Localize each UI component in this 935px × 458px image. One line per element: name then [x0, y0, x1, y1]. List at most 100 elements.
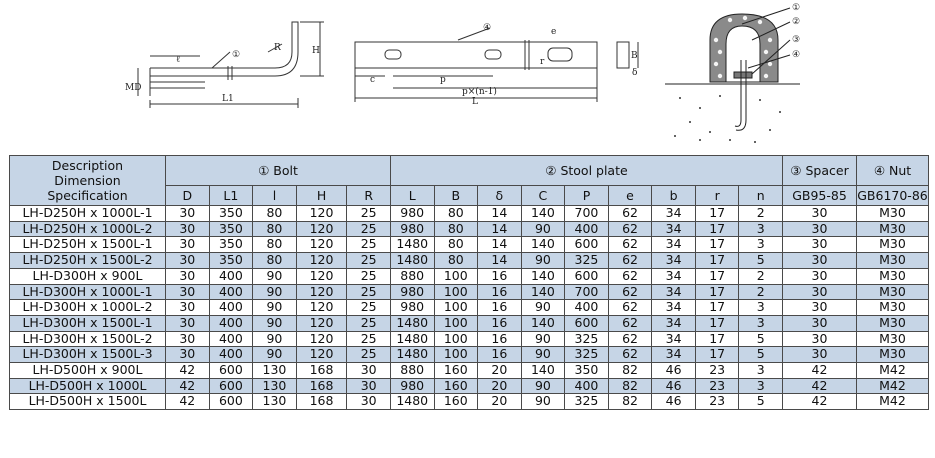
table-cell: 120	[295, 330, 348, 348]
svg-text:L1: L1	[222, 94, 234, 104]
table-cell: 600	[564, 236, 609, 254]
column-header: GB95-85	[782, 185, 857, 206]
table-cell: 120	[295, 252, 348, 269]
table-cell: 34	[651, 220, 696, 238]
spec-name-cell: LH-D300H x 900L	[8, 267, 167, 285]
table-cell: 16	[477, 346, 522, 364]
table-cell: 1480	[389, 393, 435, 411]
header-specification: Specification	[47, 188, 128, 203]
table-cell: 25	[346, 283, 391, 301]
stool-plate-drawing	[354, 27, 639, 102]
table-cell: M30	[855, 330, 930, 348]
table-cell: 700	[564, 283, 609, 301]
table-cell: 34	[651, 205, 696, 222]
table-cell: 350	[564, 362, 609, 379]
table-cell: 3	[738, 220, 784, 238]
table-cell: 17	[694, 252, 740, 269]
table-cell: 3	[738, 314, 784, 332]
table-cell: 350	[208, 252, 254, 269]
table-cell: 30	[782, 205, 857, 222]
table-cell: M30	[855, 267, 930, 285]
table-cell: 600	[564, 314, 609, 332]
table-cell: 120	[295, 346, 348, 364]
table-cell: 400	[208, 283, 254, 301]
table-cell: 980	[389, 283, 435, 301]
table-cell: 100	[433, 267, 479, 285]
table-cell: 90	[520, 220, 566, 238]
table-cell: 400	[564, 377, 609, 395]
table-cell: 42	[165, 377, 210, 395]
column-header: C	[520, 185, 566, 206]
table-cell: 120	[295, 299, 348, 316]
table-cell: 30	[782, 267, 857, 285]
spec-name-cell: LH-D300H x 1000L-2	[8, 299, 167, 316]
column-header: R	[346, 185, 391, 206]
table-cell: 5	[738, 252, 784, 269]
table-cell: M42	[855, 377, 930, 395]
table-cell: 30	[782, 283, 857, 301]
table-cell: 16	[477, 330, 522, 348]
table-cell: 30	[165, 346, 210, 364]
column-header: l	[252, 185, 297, 206]
table-cell: 30	[165, 283, 210, 301]
table-cell: 25	[346, 252, 391, 269]
table-cell: 62	[607, 346, 653, 364]
svg-text:L: L	[472, 97, 478, 107]
table-cell: 350	[208, 220, 254, 238]
table-cell: 30	[782, 330, 857, 348]
table-cell: 30	[782, 346, 857, 364]
table-cell: 3	[738, 299, 784, 316]
table-cell: 1480	[389, 330, 435, 348]
table-cell: 25	[346, 314, 391, 332]
spec-name-cell: LH-D500H x 1000L	[8, 377, 167, 395]
svg-text:p: p	[440, 75, 446, 85]
table-cell: 25	[346, 299, 391, 316]
table-cell: 62	[607, 220, 653, 238]
column-header: H	[295, 185, 348, 206]
table-cell: 1480	[389, 314, 435, 332]
table-cell: 42	[165, 362, 210, 379]
table-cell: 120	[295, 236, 348, 254]
table-cell: M30	[855, 236, 930, 254]
table-cell: 168	[295, 377, 348, 395]
table-cell: 600	[208, 377, 254, 395]
table-cell: 62	[607, 330, 653, 348]
table-cell: 400	[564, 220, 609, 238]
table-cell: 140	[520, 236, 566, 254]
table-cell: 80	[252, 252, 297, 269]
table-cell: 2	[738, 205, 784, 222]
table-cell: 14	[477, 205, 522, 222]
column-header: P	[564, 185, 609, 206]
table-cell: 980	[389, 377, 435, 395]
table-cell: 80	[433, 252, 479, 269]
section-drawing	[665, 7, 800, 143]
table-cell: 42	[782, 362, 857, 379]
table-cell: 62	[607, 205, 653, 222]
table-cell: 140	[520, 283, 566, 301]
svg-text:②: ②	[792, 17, 800, 27]
table-cell: 90	[520, 330, 566, 348]
svg-text:③: ③	[792, 35, 800, 45]
table-cell: 14	[477, 236, 522, 254]
table-cell: 90	[252, 314, 297, 332]
spec-name-cell: LH-D250H x 1000L-1	[8, 205, 167, 222]
table-cell: 1480	[389, 346, 435, 364]
svg-text:B: B	[631, 51, 638, 61]
table-cell: 20	[477, 393, 522, 411]
table-cell: 30	[782, 220, 857, 238]
table-cell: 2	[738, 267, 784, 285]
table-cell: 1480	[389, 236, 435, 254]
table-cell: 17	[694, 220, 740, 238]
table-cell: 20	[477, 377, 522, 395]
table-cell: 34	[651, 236, 696, 254]
table-cell: 168	[295, 362, 348, 379]
table-cell: 14	[477, 220, 522, 238]
column-header: GB6170-86	[855, 185, 930, 206]
technical-drawings: ① ℓ R H MD L1 ④ c p p×(n-1) L e B δ r	[0, 0, 935, 152]
table-cell: 34	[651, 346, 696, 364]
description-header: Description Dimension Specification	[8, 155, 167, 206]
svg-text:p×(n-1): p×(n-1)	[462, 86, 497, 97]
